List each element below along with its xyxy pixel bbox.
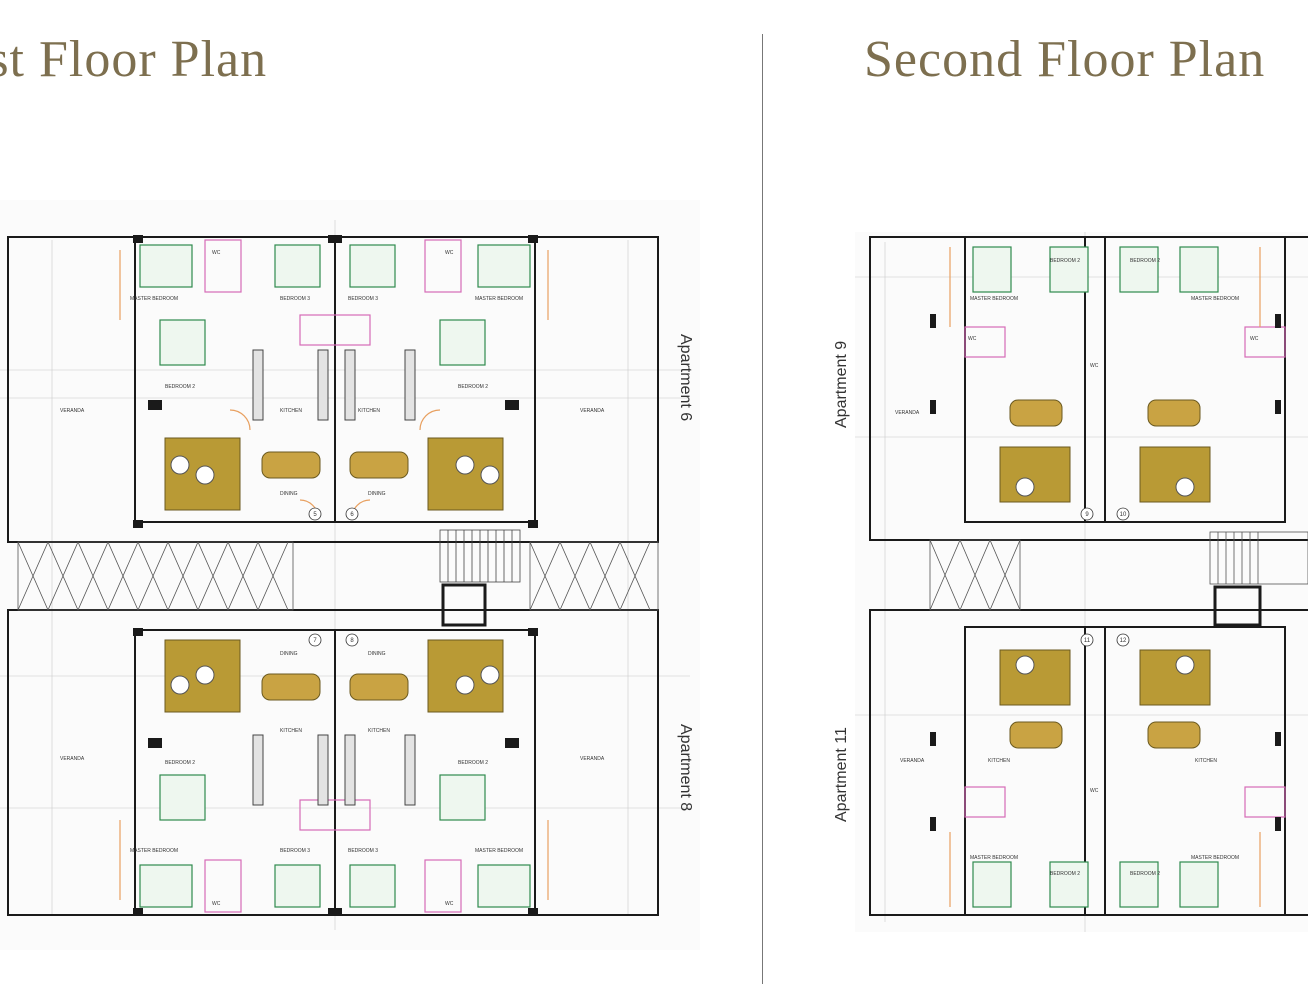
room-label: BEDROOM 2 <box>165 384 195 390</box>
room-label: WC <box>1250 336 1259 342</box>
room-label: VERANDA <box>60 756 85 762</box>
door-number: 8 <box>350 638 354 644</box>
room-label: WC <box>212 901 221 907</box>
room-label: BEDROOM 2 <box>1130 871 1160 877</box>
door-number: 6 <box>350 512 354 518</box>
door-number: 9 <box>1085 512 1089 518</box>
room-label: WC <box>445 250 454 256</box>
room-label: KITCHEN <box>988 758 1010 764</box>
door-number: 11 <box>1084 638 1091 644</box>
apartment-9-label: Apartment 9 <box>833 340 850 428</box>
room-label: BEDROOM 2 <box>458 384 488 390</box>
first-floor-plan-drawing: MASTER BEDROOM BEDROOM 3 BEDROOM 3 MASTE… <box>0 200 700 950</box>
apartment-8-label: Apartment 8 <box>677 724 694 812</box>
room-label: BEDROOM 2 <box>458 760 488 766</box>
first-floor-plan-title: rst Floor Plan <box>0 31 268 88</box>
room-label: KITCHEN <box>368 728 390 734</box>
room-label: DINING <box>368 491 386 497</box>
room-label: BEDROOM 3 <box>348 848 378 854</box>
room-label: MASTER BEDROOM <box>130 848 178 854</box>
room-label: KITCHEN <box>1195 758 1217 764</box>
room-label: WC <box>445 901 454 907</box>
apartment-6-label: Apartment 6 <box>677 334 694 422</box>
room-label: MASTER BEDROOM <box>1191 855 1239 861</box>
room-label: BEDROOM 2 <box>165 760 195 766</box>
room-label: MASTER BEDROOM <box>130 296 178 302</box>
room-label: BEDROOM 3 <box>348 296 378 302</box>
room-label: VERANDA <box>900 758 925 764</box>
room-label: VERANDA <box>580 756 605 762</box>
room-label: MASTER BEDROOM <box>475 848 523 854</box>
room-label: KITCHEN <box>358 408 380 414</box>
room-label: BEDROOM 2 <box>1130 258 1160 264</box>
room-label: KITCHEN <box>280 408 302 414</box>
room-label: DINING <box>368 651 386 657</box>
room-label: WC <box>1090 788 1099 794</box>
room-label: WC <box>1090 363 1099 369</box>
room-label: BEDROOM 3 <box>280 296 310 302</box>
room-label: DINING <box>280 491 298 497</box>
room-label: BEDROOM 2 <box>1050 258 1080 264</box>
page-divider <box>762 34 763 984</box>
second-floor-plan-title: Second Floor Plan <box>864 31 1266 88</box>
room-label: WC <box>212 250 221 256</box>
room-label: MASTER BEDROOM <box>970 855 1018 861</box>
room-label: DINING <box>280 651 298 657</box>
room-label: BEDROOM 2 <box>1050 871 1080 877</box>
room-label: VERANDA <box>895 410 920 416</box>
door-number: 7 <box>313 638 317 644</box>
room-label: KITCHEN <box>280 728 302 734</box>
apartment-11-label: Apartment 11 <box>833 727 850 822</box>
room-label: MASTER BEDROOM <box>1191 296 1239 302</box>
room-label: BEDROOM 3 <box>280 848 310 854</box>
room-label: WC <box>968 336 977 342</box>
room-label: VERANDA <box>60 408 85 414</box>
room-label: VERANDA <box>580 408 605 414</box>
door-number: 10 <box>1120 512 1127 518</box>
door-number: 5 <box>313 512 317 518</box>
second-floor-plan-drawing: MASTER BEDROOM BEDROOM 2 BEDROOM 2 MASTE… <box>855 232 1308 932</box>
room-label: MASTER BEDROOM <box>970 296 1018 302</box>
door-number: 12 <box>1120 638 1127 644</box>
room-label: MASTER BEDROOM <box>475 296 523 302</box>
